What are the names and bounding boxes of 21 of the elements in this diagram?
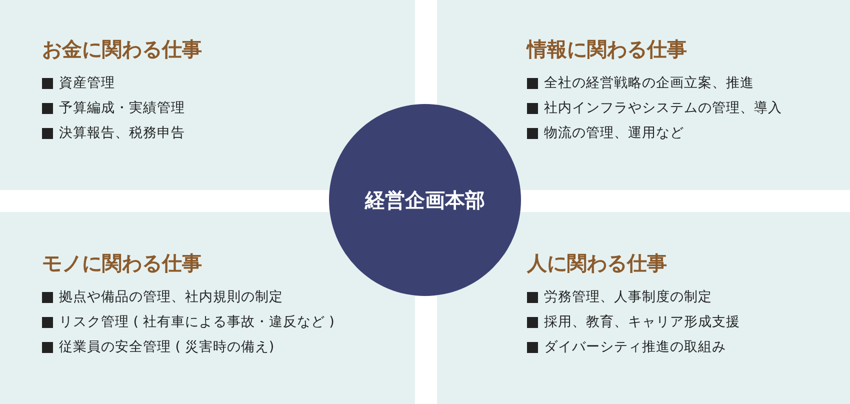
list-item: 従業員の安全管理 ( 災害時の備え) xyxy=(59,338,274,356)
category-panel xyxy=(0,212,415,404)
list-item: 全社の経営戦略の企画立案、推進 xyxy=(544,74,754,92)
category-panel xyxy=(437,0,850,190)
panel-heading: 人に関わる仕事 xyxy=(527,250,667,277)
list-item: 労務管理、人事制度の制定 xyxy=(544,288,712,306)
circle-label: 経営企画本部 xyxy=(365,186,485,214)
panel-heading: モノに関わる仕事 xyxy=(42,250,202,277)
list-item: 拠点や備品の管理、社内規則の制定 xyxy=(59,288,283,306)
category-panel xyxy=(0,0,415,190)
list-item: 決算報告、税務申告 xyxy=(59,124,185,142)
panel-heading: 情報に関わる仕事 xyxy=(527,36,687,63)
list-item: ダイバーシティ推進の取組み xyxy=(544,338,726,356)
list-item: 資産管理 xyxy=(59,74,115,92)
list-item: 採用、教育、キャリア形成支援 xyxy=(544,313,740,331)
list-item: リスク管理 ( 社有車による事故・違反など ) xyxy=(59,313,334,331)
list-item: 物流の管理、運用など xyxy=(544,124,684,142)
panel-heading: お金に関わる仕事 xyxy=(42,36,202,63)
category-panel xyxy=(437,212,850,404)
list-item: 社内インフラやシステムの管理、導入 xyxy=(544,99,782,117)
list-item: 予算編成・実績管理 xyxy=(59,99,185,117)
